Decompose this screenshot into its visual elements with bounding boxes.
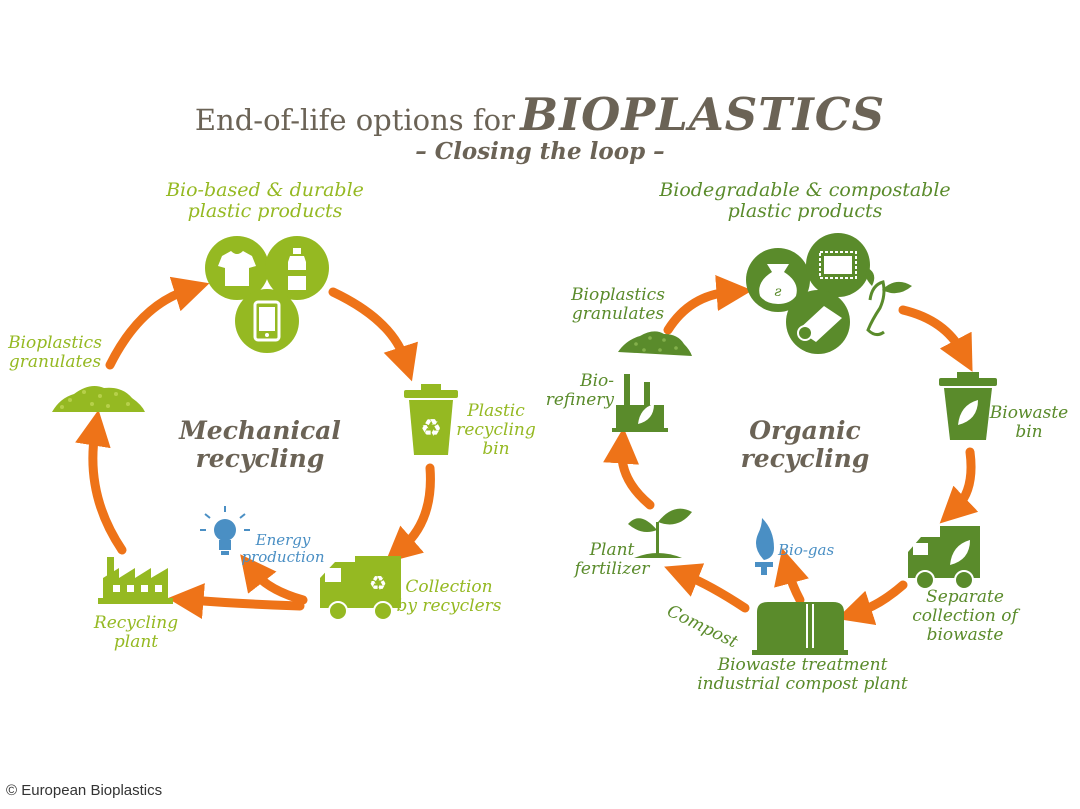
biorefinery-label: Bio- refinery [542, 371, 614, 411]
left-granulates-line1: Bioplastics [8, 333, 102, 353]
title-prefix: End-of-life options for [194, 103, 515, 137]
page-subtitle: – Closing the loop – [415, 138, 665, 165]
right-granulates-line1: Bioplastics [571, 285, 665, 305]
roll-icon [786, 290, 850, 354]
arrow-granulates-to-products-right [663, 275, 753, 335]
title-main: BIOPLASTICS [520, 88, 886, 141]
arrow-products-to-biowaste-bin [898, 305, 973, 372]
right-cycle-arrows [603, 275, 979, 626]
svg-text:ƨ: ƨ [774, 284, 781, 300]
arrow-treatment-to-fertilizer [664, 563, 750, 613]
right-hub-line2: recycling [740, 443, 870, 473]
svg-text:♻: ♻ [420, 414, 442, 442]
bin-label-line3: bin [482, 439, 510, 460]
biowaste-bin-line1: Biowaste [989, 403, 1069, 423]
left-cycle-arrows [75, 276, 435, 620]
left-heading-line2: plastic products [187, 200, 343, 223]
collection-label-line1: Collection [405, 577, 493, 597]
arrow-bin-to-collection [385, 463, 435, 563]
recycling-bin-icon: ♻ [404, 384, 458, 455]
biowaste-bin-line2: bin [1015, 422, 1043, 443]
plant-fertilizer-label: Plant fertilizer [566, 540, 658, 580]
biogas-label: Bio-gas [778, 541, 835, 559]
arrow-collection-to-energy [240, 554, 308, 605]
arrow-collection-to-treatment [836, 580, 908, 626]
energy-label-line2: production [241, 547, 325, 566]
leaf-truck-icon [908, 526, 980, 590]
arrow-collection-to-plant [167, 583, 305, 620]
biorefinery-line1: Bio- [580, 371, 614, 391]
right-granulates-label: Bioplastics granulates [566, 285, 670, 325]
separate-collection-line1: Separate [926, 587, 1004, 607]
biorefinery-line2: refinery [545, 390, 614, 411]
energy-label-line1: Energy [255, 531, 311, 549]
energy-production-label: Energy production [238, 532, 328, 566]
bottle-icon [265, 236, 329, 300]
phone-icon [235, 289, 299, 353]
compost-bag-icon: ƨ [746, 248, 810, 312]
factory-icon [98, 557, 173, 604]
sprout-icon [628, 508, 692, 558]
biowaste-treatment-label: Biowaste treatment industrial compost pl… [680, 655, 925, 695]
t-shirt-icon [205, 236, 269, 300]
arrow-granulates-to-products [105, 276, 210, 370]
collection-label-line2: by recyclers [396, 596, 502, 617]
plastic-recycling-bin-label: Plastic recycling bin [455, 401, 537, 460]
svg-text:♻: ♻ [369, 571, 387, 595]
treatment-line2: industrial compost plant [697, 674, 908, 695]
left-granulates-label: Bioplastics granulates [4, 333, 106, 373]
fertilizer-line2: fertilizer [574, 559, 650, 580]
right-heading-line1: Biodegradable & compostable [659, 179, 951, 201]
separate-collection-label: Separate collection of biowaste [905, 587, 1025, 646]
arrow-plant-to-granulates [75, 409, 127, 555]
right-hub-line1: Organic [749, 416, 861, 445]
treatment-line1: Biowaste treatment [717, 655, 888, 675]
right-heading-line2: plastic products [727, 200, 883, 223]
collection-by-recyclers-label: Collection by recyclers [395, 577, 503, 617]
left-heading-line1: Bio-based & durable [166, 179, 364, 201]
arrow-bin-to-separate-collection [939, 447, 979, 524]
recycling-plant-label: Recycling plant [88, 613, 184, 653]
left-granulates-line2: granulates [8, 352, 102, 373]
arrow-treatment-to-biogas [774, 548, 809, 605]
bin-label-line2: recycling [456, 420, 536, 441]
biorefinery-icon [612, 374, 668, 432]
compost-plant-icon [752, 602, 848, 655]
bin-label-line1: Plastic [467, 401, 525, 421]
granulate-pile-icon [52, 386, 145, 412]
plant-label-line1: Recycling [93, 613, 179, 633]
light-bulb-icon [200, 506, 250, 555]
page-title: End-of-life options for BIOPLASTICS [0, 88, 1080, 141]
right-granulates-line2: granulates [571, 304, 665, 325]
granulate-pile-right-icon [618, 331, 692, 356]
film-bag-icon [806, 233, 870, 297]
seedling-logo-icon [865, 268, 912, 337]
left-heading: Bio-based & durable plastic products [140, 179, 390, 223]
biowaste-bin-icon [939, 372, 997, 440]
biowaste-bin-label: Biowaste bin [988, 403, 1070, 443]
left-hub-label: Mechanical recycling [170, 417, 350, 472]
left-hub-line2: recycling [195, 443, 325, 473]
left-hub-line1: Mechanical [179, 416, 341, 445]
arrow-products-to-bin [328, 287, 418, 382]
truck-icon: ♻ [320, 556, 401, 621]
separate-collection-line3: biowaste [926, 625, 1004, 646]
plant-label-line2: plant [113, 632, 159, 653]
arrow-fertilizer-to-biorefinery [603, 427, 655, 510]
copyright-notice: © European Bioplastics [6, 782, 163, 799]
right-hub-label: Organic recycling [715, 417, 895, 472]
separate-collection-line2: collection of [912, 606, 1018, 627]
fertilizer-line1: Plant [589, 540, 635, 560]
right-heading: Biodegradable & compostable plastic prod… [630, 179, 980, 223]
flame-icon [755, 518, 774, 575]
